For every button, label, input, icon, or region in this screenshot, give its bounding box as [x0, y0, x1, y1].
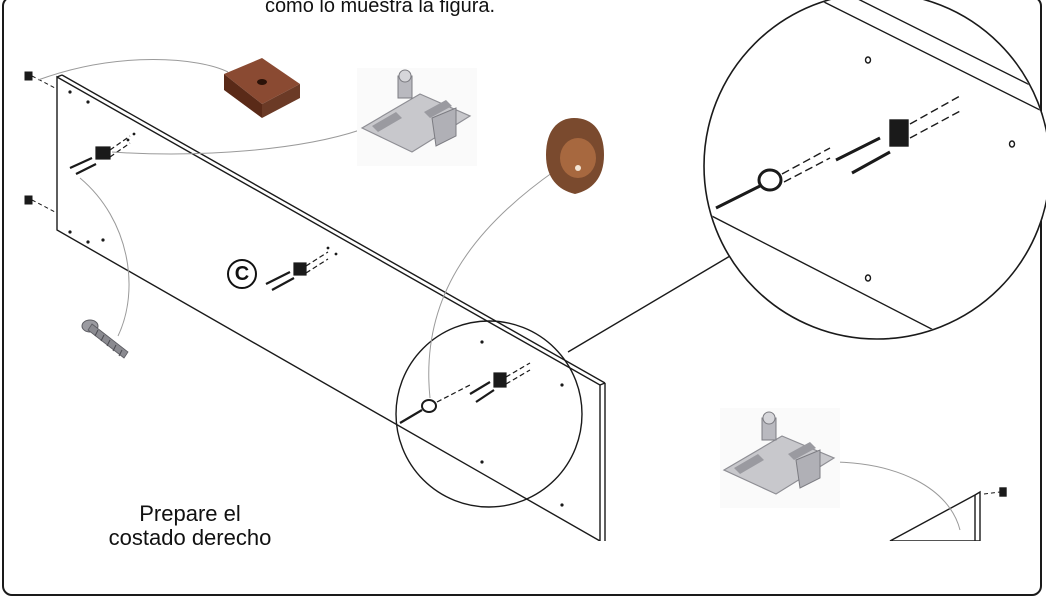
instruction-line-2: costado derecho	[108, 525, 272, 550]
hinge-plate-icon	[357, 68, 477, 166]
panel-hinge-right	[399, 362, 531, 424]
hinge-plate-icon-secondary	[720, 408, 840, 508]
instruction-text-bottom: Prepare el costado derecho	[60, 502, 320, 550]
detail-circle-large	[703, 0, 1046, 340]
screw-icon	[81, 319, 129, 359]
rod-support-cup-icon	[546, 118, 604, 194]
square-foot-pad-icon	[224, 58, 300, 118]
panel-secondary	[889, 487, 1007, 541]
main-panel	[56, 74, 606, 541]
edge-pads	[24, 71, 56, 213]
panel-holes	[68, 90, 564, 507]
leader-lines	[37, 59, 961, 531]
detail-connector-line	[567, 255, 731, 353]
instruction-line-1: Prepare el	[139, 501, 241, 526]
panel-hinge-middle	[265, 251, 329, 291]
step-marker-c: C	[227, 259, 257, 289]
detail-circle-small	[395, 320, 583, 508]
panel-hinge-left	[69, 135, 131, 175]
diagram-drawing	[24, 0, 1046, 541]
instruction-text-top: como lo muestra la figura.	[264, 0, 496, 17]
